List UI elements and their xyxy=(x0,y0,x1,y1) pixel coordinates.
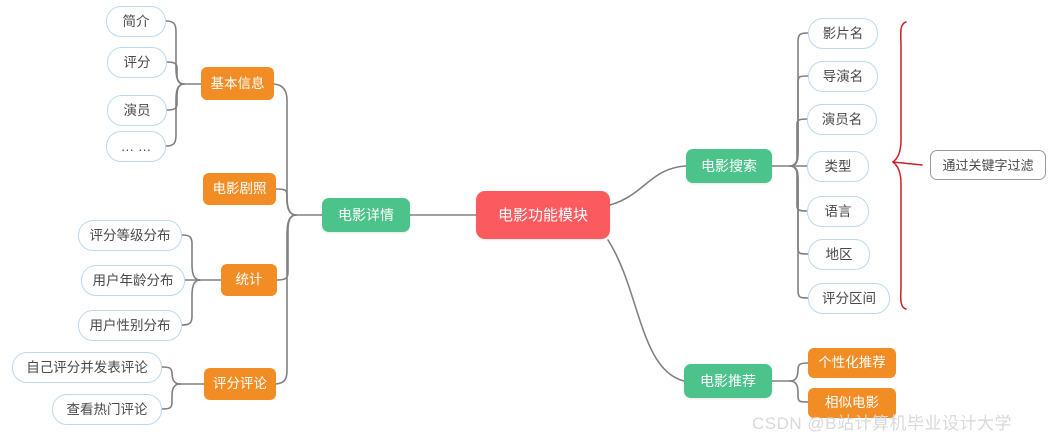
link-detail-stills xyxy=(275,188,297,216)
leaf-node-user-age-distribution[interactable]: 用户年龄分布 xyxy=(81,265,185,296)
sub-node-rating-comment[interactable]: 评分评论 xyxy=(204,368,276,400)
branch-node-movie-detail[interactable]: 电影详情 xyxy=(322,198,410,232)
link-search-director xyxy=(789,75,809,167)
leaf-node-genre[interactable]: 类型 xyxy=(807,151,869,182)
link-recommend-similar xyxy=(789,380,809,403)
leaf-node-rating[interactable]: 评分 xyxy=(107,47,167,78)
link-search-film xyxy=(789,32,809,167)
sub-node-personalized-recommend[interactable]: 个性化推荐 xyxy=(808,348,896,378)
leaf-node-intro[interactable]: 简介 xyxy=(106,6,166,37)
link-basic-more xyxy=(165,83,185,147)
leaf-node-language[interactable]: 语言 xyxy=(807,196,869,227)
link-center-search xyxy=(609,165,687,206)
link-basic-rating xyxy=(166,61,185,85)
link-detail-basic xyxy=(273,83,297,216)
link-comment-hot xyxy=(161,383,181,410)
link-basic-actor xyxy=(166,83,185,111)
leaf-node-actor[interactable]: 演员 xyxy=(107,95,167,126)
link-search-score xyxy=(789,165,809,299)
leaf-node-director-name[interactable]: 导演名 xyxy=(808,61,878,92)
link-detail-comment xyxy=(275,214,297,385)
link-stats-gender xyxy=(181,279,201,326)
leaf-node-actor-name[interactable]: 演员名 xyxy=(807,104,877,135)
sub-node-similar-movies[interactable]: 相似电影 xyxy=(808,388,896,418)
leaf-node-user-gender-distribution[interactable]: 用户性别分布 xyxy=(78,310,182,341)
leaf-node-self-rate-comment[interactable]: 自己评分并发表评论 xyxy=(12,352,162,383)
link-search-language xyxy=(789,165,808,212)
link-search-actor xyxy=(789,118,808,167)
annotation-brace-lower xyxy=(892,161,907,310)
leaf-node-hot-comments[interactable]: 查看热门评论 xyxy=(52,394,162,425)
branch-node-movie-search[interactable]: 电影搜索 xyxy=(686,149,772,183)
annotation-filter-by-keyword[interactable]: 通过关键字过滤 xyxy=(930,150,1046,180)
leaf-node-rating-level-distribution[interactable]: 评分等级分布 xyxy=(78,220,182,251)
sub-node-basic-info[interactable]: 基本信息 xyxy=(201,67,274,100)
leaf-node-film-name[interactable]: 影片名 xyxy=(808,18,878,49)
branch-node-movie-recommend[interactable]: 电影推荐 xyxy=(684,364,772,398)
link-search-region xyxy=(789,165,809,255)
sub-node-statistics[interactable]: 统计 xyxy=(221,264,277,296)
leaf-node-more[interactable]: … … xyxy=(106,131,166,162)
link-center-recommend xyxy=(607,239,685,382)
link-stats-level xyxy=(181,234,201,281)
leaf-node-score-range[interactable]: 评分区间 xyxy=(808,283,890,314)
annotation-brace-pointer xyxy=(892,161,923,166)
watermark-text: CSDN @B站计算机毕业设计大学 xyxy=(752,414,1012,433)
sub-node-movie-stills[interactable]: 电影剧照 xyxy=(203,173,276,205)
link-detail-stats xyxy=(276,214,297,281)
link-basic-intro xyxy=(165,20,185,85)
leaf-node-region[interactable]: 地区 xyxy=(808,239,870,270)
link-recommend-personal xyxy=(789,362,809,382)
link-comment-self xyxy=(161,366,181,385)
annotation-brace-upper xyxy=(892,21,907,163)
center-node[interactable]: 电影功能模块 xyxy=(476,191,610,239)
